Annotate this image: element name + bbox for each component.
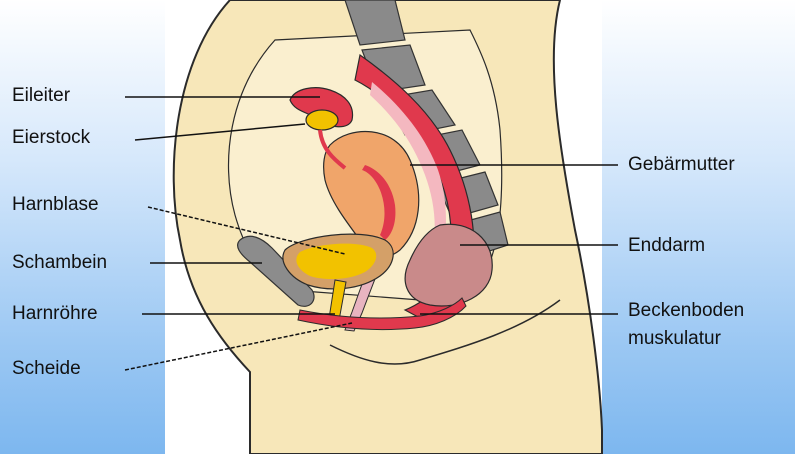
label-schambein: Schambein (12, 252, 107, 274)
leader-eierstock (135, 124, 305, 140)
label-gebaermutter: Gebärmutter (628, 154, 735, 176)
label-scheide: Scheide (12, 358, 81, 380)
label-harnroehre: Harnröhre (12, 303, 98, 325)
label-muskulatur: muskulatur (628, 328, 721, 350)
leader-scheide (125, 323, 352, 370)
label-eileiter: Eileiter (12, 85, 70, 107)
label-beckenboden: Beckenboden (628, 300, 744, 322)
leader-harnblase (148, 207, 345, 254)
label-enddarm: Enddarm (628, 235, 705, 257)
label-eierstock: Eierstock (12, 127, 90, 149)
label-harnblase: Harnblase (12, 194, 99, 216)
